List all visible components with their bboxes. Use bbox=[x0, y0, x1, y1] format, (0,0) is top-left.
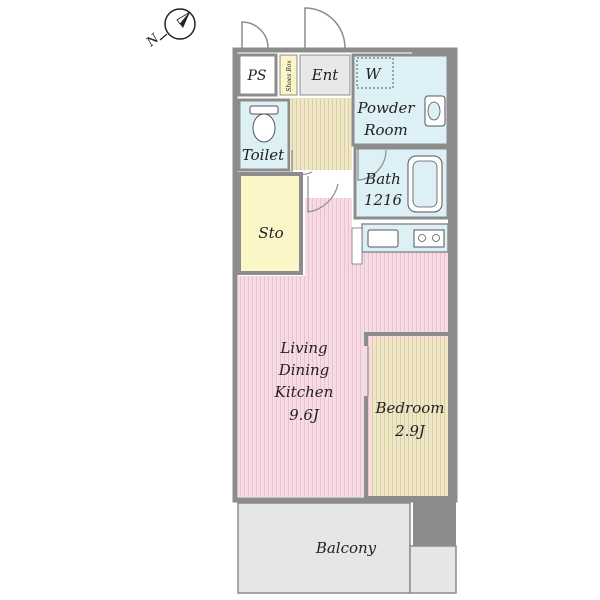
kitchen-floor bbox=[352, 252, 448, 278]
toilet-bowl-icon bbox=[252, 113, 276, 143]
bathtub-inner-icon bbox=[412, 160, 438, 208]
ldk-area-label: 9.6J bbox=[289, 406, 320, 424]
ldk-label: Living bbox=[279, 339, 327, 357]
bedroom-wall bbox=[364, 332, 452, 500]
refrigerator-space bbox=[351, 227, 363, 265]
toilet-tank-icon bbox=[249, 105, 279, 115]
powder-room-label: Powder bbox=[356, 99, 415, 117]
ldk-label: Dining bbox=[278, 361, 330, 379]
balcony-side-wall bbox=[409, 545, 457, 594]
balcony-label: Balcony bbox=[315, 539, 377, 557]
north-label: N bbox=[143, 31, 163, 51]
storage-room bbox=[237, 172, 303, 275]
bedroom-floor bbox=[372, 338, 448, 497]
sink-icon bbox=[367, 229, 399, 248]
balcony-area bbox=[237, 502, 411, 594]
balcony-pillar bbox=[413, 496, 456, 546]
stove-burner-icon bbox=[418, 234, 426, 242]
shoes-box-cabinet bbox=[279, 54, 298, 96]
ldk-upper-floor bbox=[305, 198, 352, 278]
ps-label: PS bbox=[246, 68, 266, 84]
toilet-door bbox=[291, 150, 313, 176]
powder-room-label: Room bbox=[363, 121, 408, 139]
pipe-space bbox=[237, 53, 278, 97]
washer-label: W bbox=[365, 65, 382, 83]
washer-space bbox=[356, 57, 394, 89]
bedroom-label: Bedroom bbox=[375, 399, 445, 417]
compass-north-icon bbox=[159, 8, 196, 41]
bath-door bbox=[357, 148, 387, 181]
stove-burner-icon bbox=[432, 234, 440, 242]
entrance-label: Ent bbox=[311, 66, 340, 84]
basin-bowl-icon bbox=[427, 101, 441, 121]
hall-door bbox=[307, 176, 339, 213]
bedroom-area-label: 2.9J bbox=[394, 422, 426, 440]
entrance-floor bbox=[299, 54, 351, 96]
toilet-label: Toilet bbox=[242, 146, 285, 164]
bath-label: Bath bbox=[364, 170, 401, 188]
ps-door bbox=[241, 21, 269, 49]
bath-size-label: 1216 bbox=[364, 191, 403, 209]
hall-floor bbox=[290, 98, 352, 170]
entrance-door bbox=[304, 7, 346, 49]
shoes-box-label: Shoes Box bbox=[286, 60, 293, 92]
ldk-label: Kitchen bbox=[274, 383, 334, 401]
right-wall-strip bbox=[448, 95, 455, 500]
storage-label: Sto bbox=[258, 224, 283, 242]
